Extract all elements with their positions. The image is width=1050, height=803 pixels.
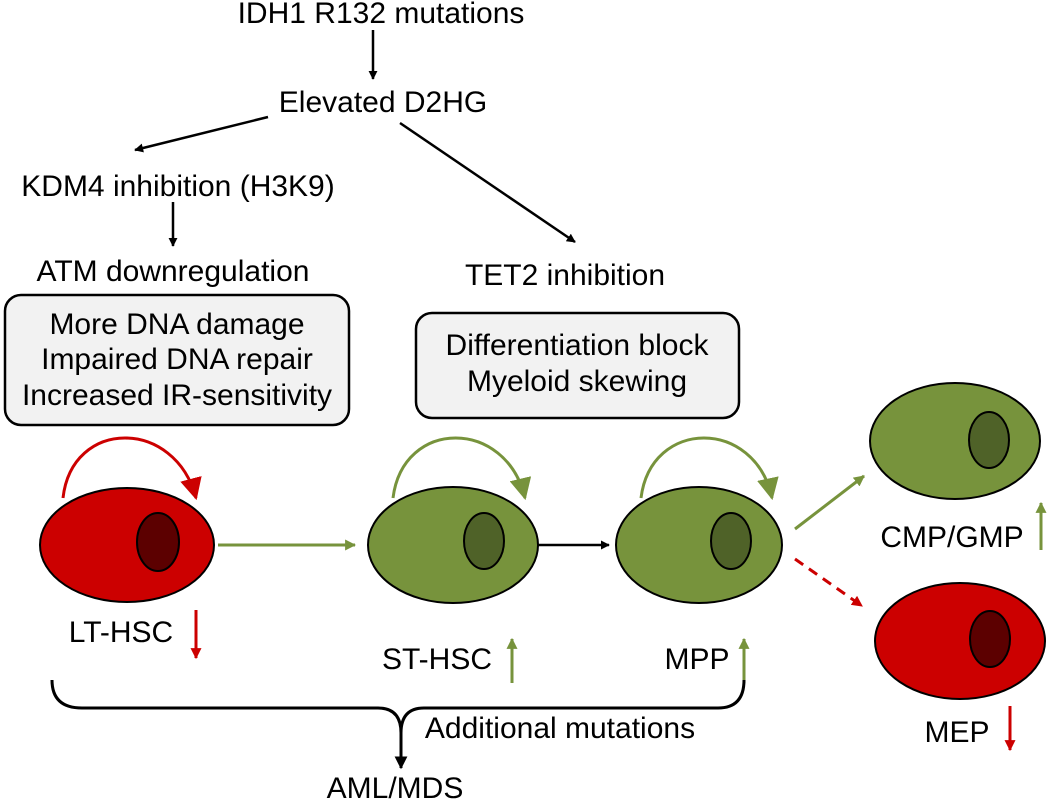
atm-downregulation-label: ATM downregulation xyxy=(37,255,310,288)
aml-mds-label: AML/MDS xyxy=(327,772,464,803)
box-line-myeloid-skewing: Myeloid skewing xyxy=(467,365,687,398)
arrow-d2hg-to-tet2 xyxy=(399,121,576,244)
cmp-gmp-cell xyxy=(869,382,1041,500)
self-renewal-arrow-lt-hsc xyxy=(61,436,202,501)
box-line-ir-sensitivity: Increased IR-sensitivity xyxy=(22,379,332,412)
arrow-mpp-to-mep xyxy=(794,557,863,608)
box-line-dna-repair: Impaired DNA repair xyxy=(41,343,313,376)
mep-cell xyxy=(874,582,1046,700)
lt-hsc-nucleus xyxy=(136,512,180,572)
lt-hsc-label: LT-HSC xyxy=(69,616,173,649)
idh1-mutations-label: IDH1 R132 mutations xyxy=(238,0,525,30)
arrow-d2hg-to-kdm4 xyxy=(134,115,269,153)
st-hsc-label: ST-HSC xyxy=(382,643,492,676)
box-line-dna-damage: More DNA damage xyxy=(49,308,304,341)
mep-label: MEP xyxy=(924,716,989,749)
arrow-mpp-to-cmp-gmp xyxy=(794,474,865,531)
dna-damage-box: More DNA damage Impaired DNA repair Incr… xyxy=(3,293,351,427)
st-hsc-cell xyxy=(367,486,539,604)
lt-hsc-cell xyxy=(39,487,215,603)
box-line-differentiation-block: Differentiation block xyxy=(446,329,710,362)
cmp-gmp-nucleus xyxy=(968,411,1010,469)
self-renewal-arrow-st-hsc xyxy=(391,436,532,501)
self-renewal-arrow-mpp xyxy=(639,436,779,501)
mpp-cell xyxy=(615,486,783,604)
kdm4-inhibition-label: KDM4 inhibition (H3K9) xyxy=(21,170,334,203)
mpp-nucleus xyxy=(710,512,752,570)
st-hsc-nucleus xyxy=(463,512,505,570)
mep-nucleus xyxy=(969,610,1011,668)
elevated-d2hg-label: Elevated D2HG xyxy=(279,86,487,119)
cmp-gmp-label: CMP/GMP xyxy=(880,521,1023,554)
mpp-label: MPP xyxy=(664,643,729,676)
tet2-inhibition-label: TET2 inhibition xyxy=(465,259,665,292)
additional-mutations-label: Additional mutations xyxy=(425,712,695,745)
differentiation-box: Differentiation block Myeloid skewing xyxy=(414,311,741,420)
